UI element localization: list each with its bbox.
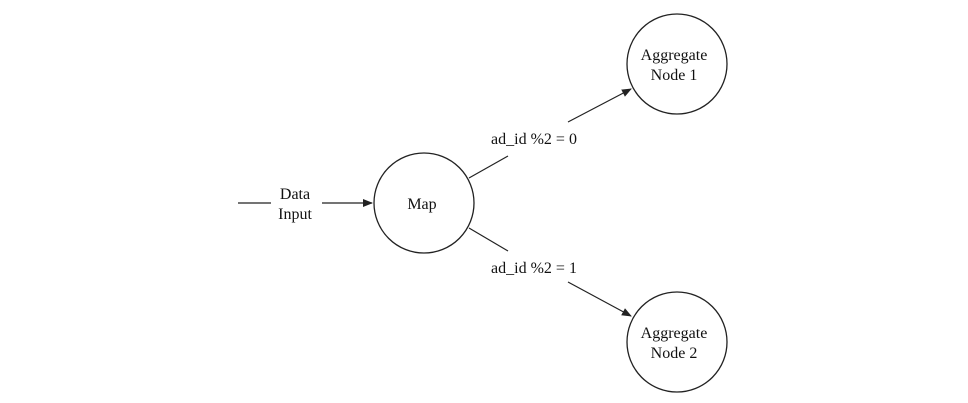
aggregate-node-1-circle [626, 13, 728, 115]
map-node[interactable]: Map [373, 152, 475, 254]
map-node-label: Map [407, 196, 436, 213]
aggregate-node-2[interactable]: Aggregate Node 2 [626, 291, 728, 393]
input-label-line1: Data [280, 186, 310, 203]
edge-to-aggregate-node-2: ad_id %2 = 1 [468, 227, 632, 317]
edge-to-aggregate-node-1-label: ad_id %2 = 0 [491, 131, 577, 148]
edge-to-aggregate-node-2-start [468, 227, 509, 252]
aggregate-node-2-label-line1: Aggregate [641, 325, 708, 342]
edge-to-aggregate-node-1: ad_id %2 = 0 [468, 88, 632, 179]
edge-to-aggregate-node-2-arrow [567, 281, 632, 317]
aggregate-node-2-label-line2: Node 2 [651, 345, 698, 362]
aggregate-node-2-circle [626, 291, 728, 393]
edge-to-aggregate-node-1-arrow [567, 88, 632, 123]
input-label-line2: Input [278, 206, 312, 223]
edge-to-aggregate-node-2-label: ad_id %2 = 1 [491, 260, 577, 277]
aggregate-node-1-label-line1: Aggregate [641, 47, 708, 64]
aggregate-node-1[interactable]: Aggregate Node 1 [626, 13, 728, 115]
input-edge: Data Input [238, 186, 373, 223]
aggregate-node-1-label-line2: Node 1 [651, 67, 698, 84]
edge-to-aggregate-node-1-start [468, 155, 509, 179]
map-node-circle [373, 152, 475, 254]
